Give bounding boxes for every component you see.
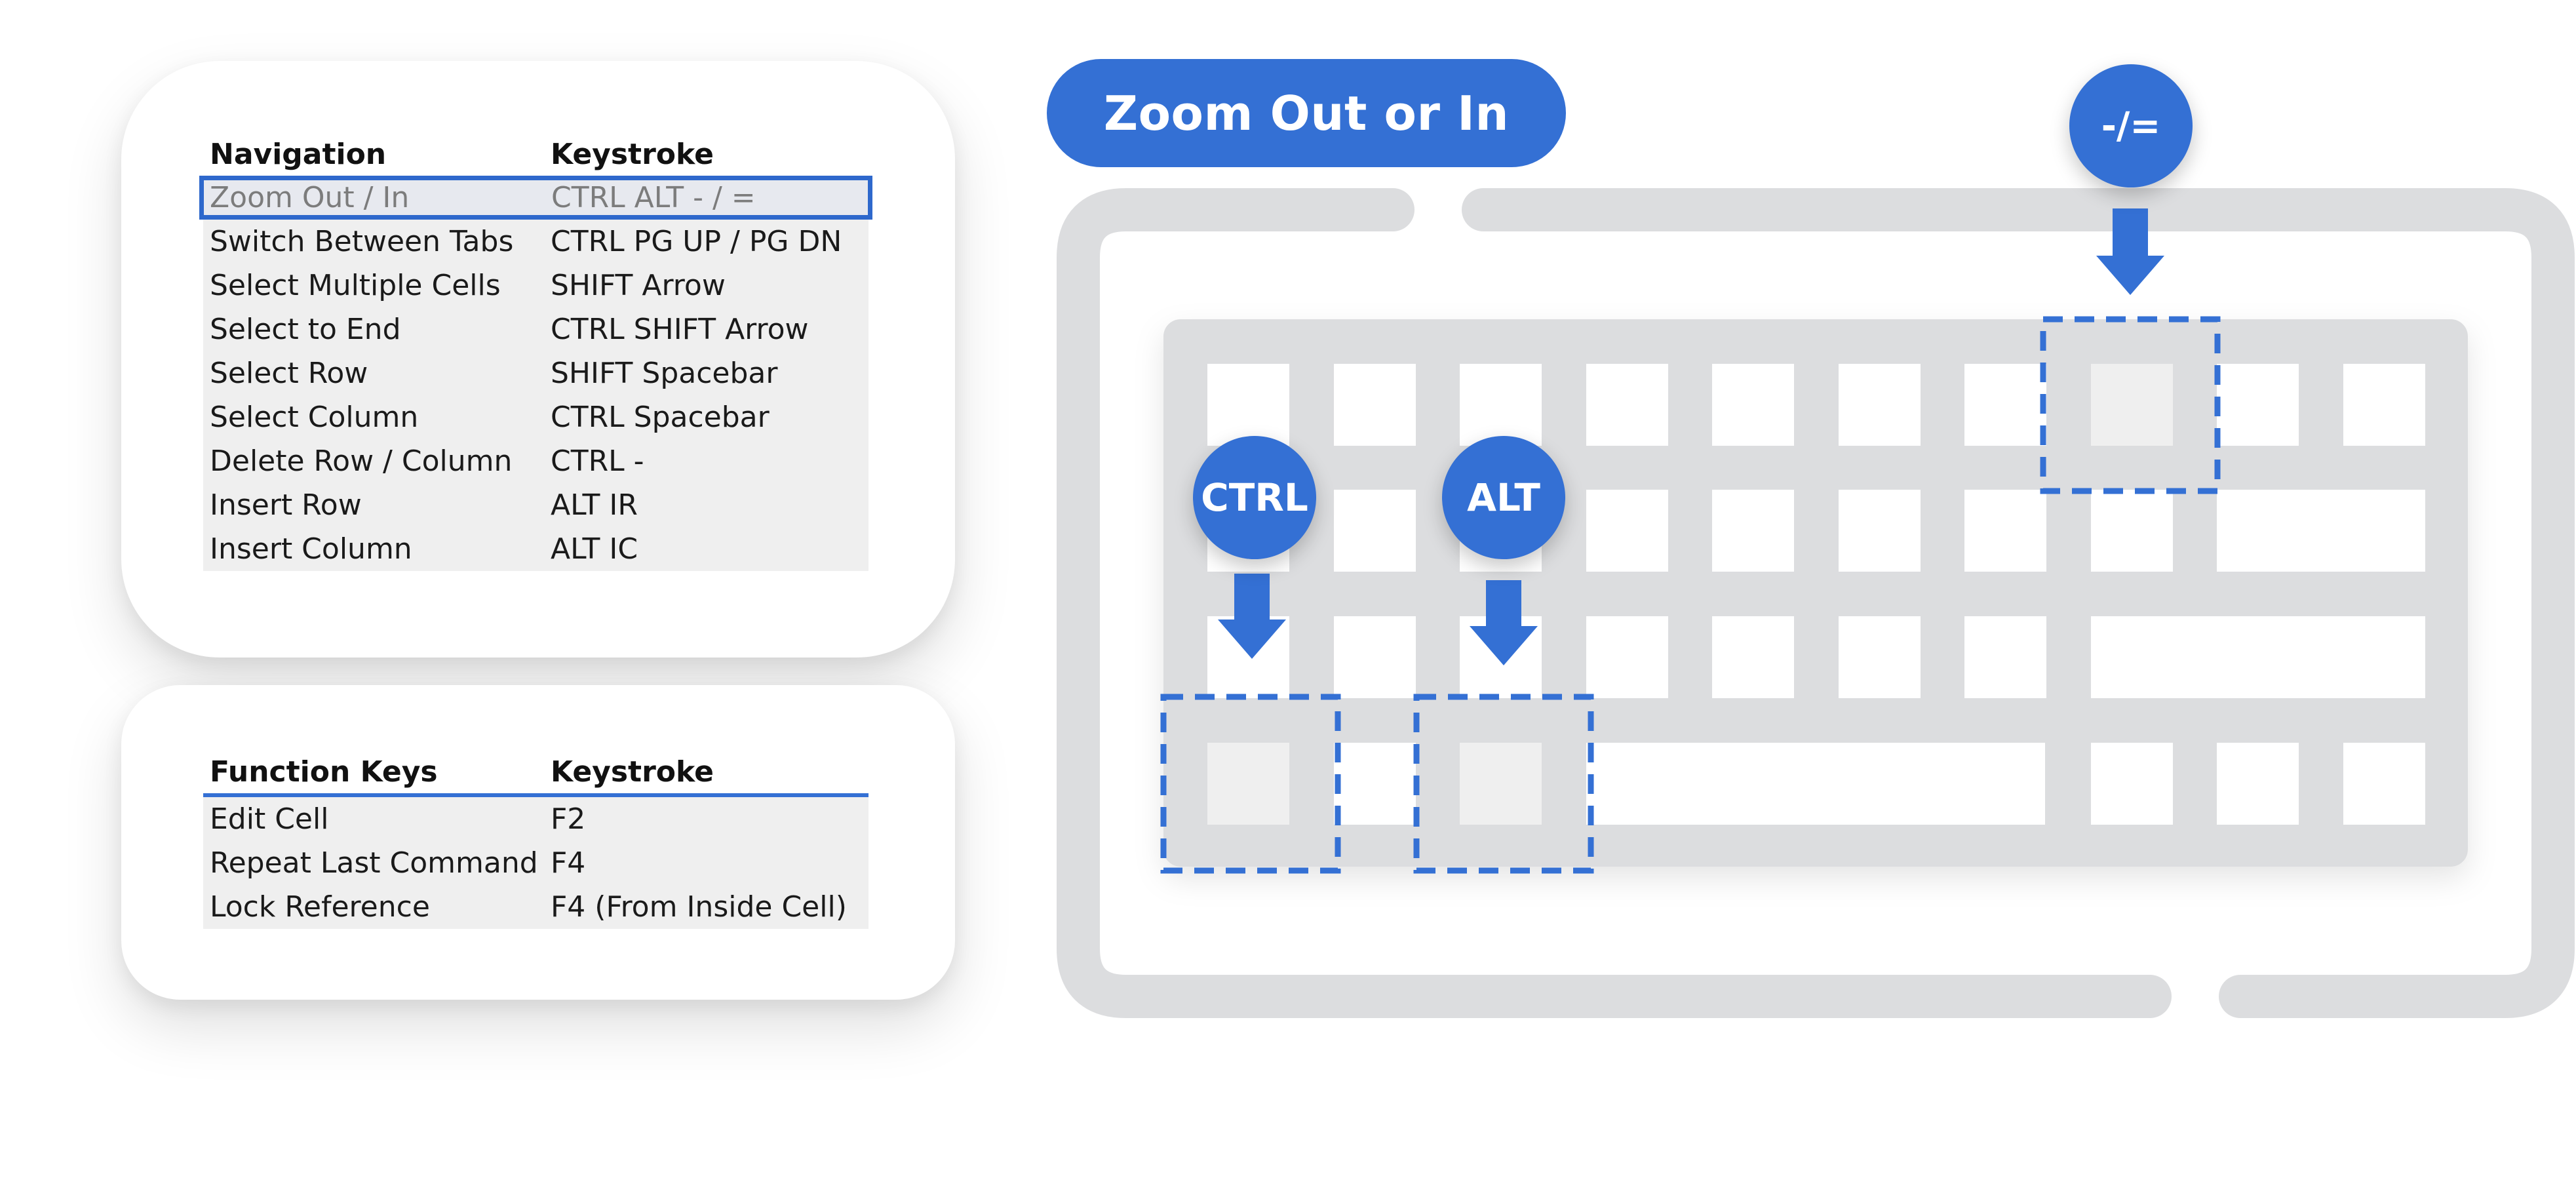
- row-keystroke: CTRL SHIFT Arrow: [551, 313, 809, 346]
- header-function-keys: Function Keys: [210, 755, 438, 789]
- keyboard-key: [2343, 364, 2425, 446]
- keyboard-key: [1207, 743, 1289, 825]
- keyboard-key: [1839, 490, 1921, 572]
- arrow-down-icon: [1218, 574, 1286, 659]
- row-keystroke: CTRL Spacebar: [551, 401, 770, 434]
- table-row: Insert Row ALT IR: [203, 483, 868, 527]
- table-row: Lock Reference F4 (From Inside Cell): [203, 885, 868, 929]
- row-keystroke: F4 (From Inside Cell): [551, 890, 847, 924]
- row-keystroke: CTRL PG UP / PG DN: [551, 225, 842, 258]
- table-row-highlighted: Zoom Out / In CTRL ALT - / =: [199, 176, 872, 220]
- minus-equals-key-highlight: [2040, 316, 2221, 494]
- key-highlights: [1160, 316, 2221, 874]
- header-keystroke: Keystroke: [551, 138, 714, 171]
- table-row: Select Row SHIFT Spacebar: [203, 351, 868, 395]
- navigation-table: Navigation Keystroke Zoom Out / In CTRL …: [199, 133, 872, 571]
- function-keys-table: Function Keys Keystroke Edit Cell F2 Rep…: [203, 751, 868, 929]
- keyboard-key: [1334, 490, 1416, 572]
- arrows: [1218, 208, 2164, 665]
- row-action: Edit Cell: [210, 802, 329, 836]
- keyboard-key: [1586, 616, 1668, 698]
- row-action: Insert Row: [210, 488, 362, 522]
- table-row: Delete Row / Column CTRL -: [203, 439, 868, 483]
- keyboard-key: [1712, 364, 1794, 446]
- arrow-down-icon: [2096, 208, 2164, 295]
- keyboard-key: [1334, 364, 1416, 446]
- header-keystroke: Keystroke: [551, 755, 714, 789]
- row-action: Repeat Last Command: [210, 846, 538, 880]
- arrow-down-icon: [1470, 580, 1538, 665]
- row-keystroke: SHIFT Arrow: [551, 269, 726, 302]
- keyboard-key: [2343, 743, 2425, 825]
- keyboard-key: [1586, 490, 1668, 572]
- header-navigation: Navigation: [210, 138, 387, 171]
- keyboard-key: [1334, 743, 1416, 825]
- keyboard-key: [1586, 364, 1668, 446]
- alt-key-badge: ALT: [1442, 436, 1565, 559]
- function-keys-table-header: Function Keys Keystroke: [203, 751, 868, 797]
- keyboard-key: [2091, 616, 2425, 698]
- row-keystroke: SHIFT Spacebar: [551, 357, 778, 390]
- row-keystroke: ALT IR: [551, 488, 638, 522]
- keyboard-key: [1964, 490, 2046, 572]
- keyboard-key: [1712, 616, 1794, 698]
- keyboard-key: [1586, 743, 2045, 825]
- table-row: Select to End CTRL SHIFT Arrow: [203, 307, 868, 351]
- row-action: Insert Column: [210, 532, 412, 566]
- row-action: Select Column: [210, 401, 419, 434]
- keyboard-key: [2217, 490, 2425, 572]
- navigation-shortcuts-card: Navigation Keystroke Zoom Out / In CTRL …: [121, 61, 955, 658]
- ctrl-key-badge: CTRL: [1193, 436, 1316, 559]
- navigation-table-header: Navigation Keystroke: [203, 133, 868, 176]
- keyboard-key: [1460, 364, 1542, 446]
- keyboard-key: [2091, 490, 2173, 572]
- keyboard-key: [1207, 364, 1289, 446]
- table-row: Repeat Last Command F4: [203, 841, 868, 885]
- row-keystroke: F2: [551, 802, 586, 836]
- row-action: Select to End: [210, 313, 401, 346]
- table-row: Switch Between Tabs CTRL PG UP / PG DN: [203, 220, 868, 264]
- keyboard-key: [1839, 616, 1921, 698]
- keyboard-frame: [1057, 188, 2575, 1018]
- function-keys-card: Function Keys Keystroke Edit Cell F2 Rep…: [121, 685, 955, 1000]
- keyboard-keys: [1207, 364, 2425, 825]
- zoom-title-pill: Zoom Out or In: [1047, 59, 1566, 167]
- row-keystroke: CTRL -: [551, 444, 644, 478]
- minus-equals-key-badge: -/=: [2069, 64, 2193, 187]
- row-action: Select Multiple Cells: [210, 269, 501, 302]
- row-keystroke: ALT IC: [551, 532, 638, 566]
- keyboard-key: [2091, 364, 2173, 446]
- keyboard-key: [2217, 364, 2299, 446]
- table-row: Select Multiple Cells SHIFT Arrow: [203, 264, 868, 307]
- keyboard-key: [2091, 743, 2173, 825]
- alt-key-highlight: [1413, 694, 1594, 874]
- keyboard-key: [2217, 743, 2299, 825]
- ctrl-key-highlight: [1160, 694, 1341, 874]
- row-keystroke: F4: [551, 846, 586, 880]
- row-action: Lock Reference: [210, 890, 430, 924]
- table-row: Select Column CTRL Spacebar: [203, 395, 868, 439]
- row-action: Select Row: [210, 357, 368, 390]
- keyboard-key: [1460, 743, 1542, 825]
- table-row: Edit Cell F2: [203, 797, 868, 841]
- row-keystroke: CTRL ALT - / =: [551, 181, 756, 214]
- keyboard-key: [1839, 364, 1921, 446]
- keyboard-key: [1712, 490, 1794, 572]
- row-action: Zoom Out / In: [210, 181, 410, 214]
- table-row: Insert Column ALT IC: [203, 527, 868, 571]
- row-action: Switch Between Tabs: [210, 225, 514, 258]
- row-action: Delete Row / Column: [210, 444, 513, 478]
- keyboard-key: [1964, 616, 2046, 698]
- keyboard-key: [1964, 364, 2046, 446]
- keyboard-key: [1334, 616, 1416, 698]
